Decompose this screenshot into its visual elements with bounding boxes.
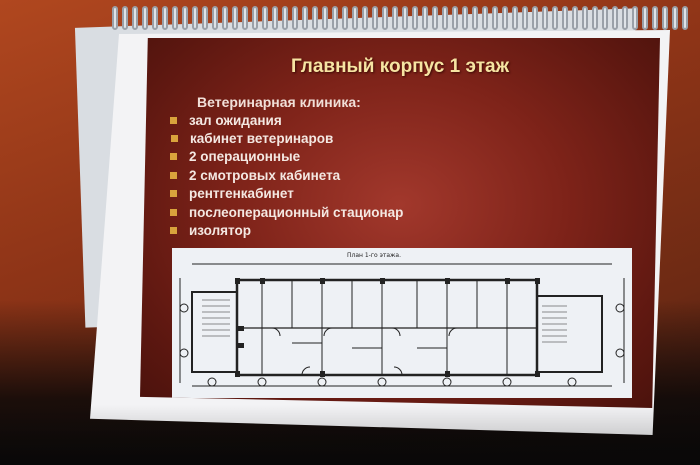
slide-title: Главный корпус 1 этаж [290,56,510,77]
bullet-icon [170,208,177,216]
bullet-icon [170,190,177,198]
bullet-icon [170,227,177,235]
floor-plan-drawing: План 1-го этажа. [172,248,632,398]
list-item: кабинет ветеринаров [171,129,403,147]
spiral-binding [112,0,692,30]
list-item: 2 смотровых кабинета [170,166,403,184]
bullet-icon [171,135,178,143]
bullet-icon [170,153,177,161]
slide-subheading: Ветеринарная клиника: [197,94,361,110]
list-item: зал ожидания [170,111,403,129]
facility-list: зал ожидания кабинет ветеринаров 2 опера… [170,111,403,240]
presentation-slide: Главный корпус 1 этаж Ветеринарная клини… [140,38,660,408]
list-item: послеоперационный стационар [170,203,403,221]
plan-caption: План 1-го этажа. [347,252,401,259]
bullet-icon [170,116,177,124]
list-item: рентгенкабинет [170,185,403,203]
list-item: 2 операционные [170,148,403,166]
bullet-icon [170,171,177,179]
photo-shadow [0,405,700,465]
list-item: изолятор [170,221,403,239]
